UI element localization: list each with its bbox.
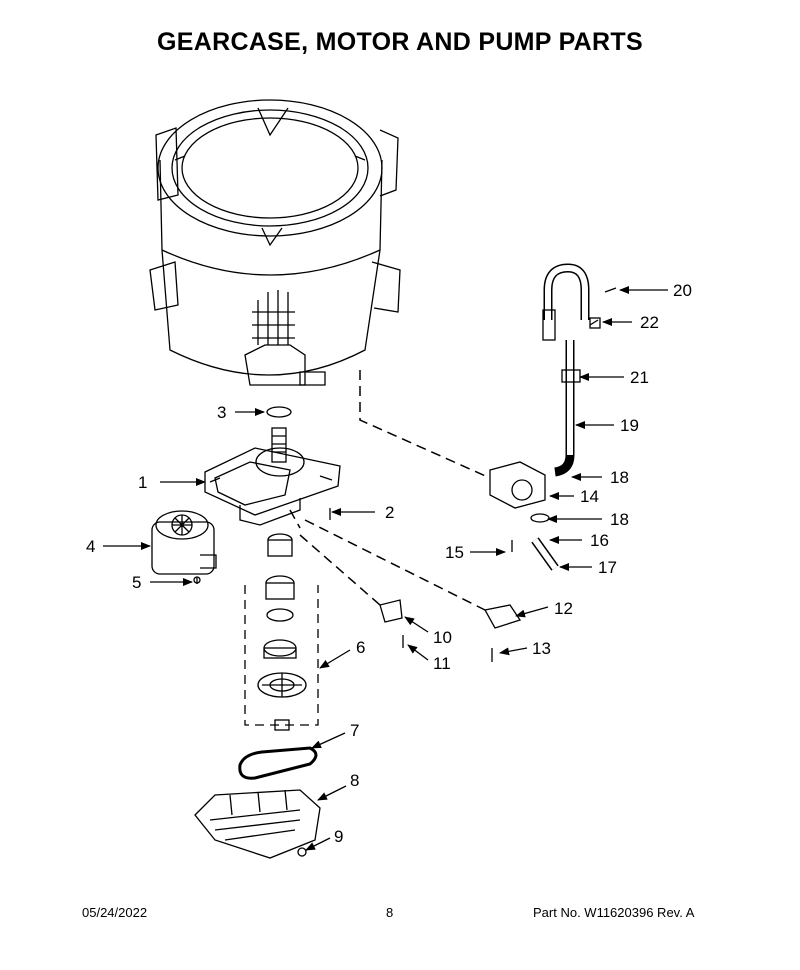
drive-assembly: [244, 533, 319, 731]
callout-7: 7: [350, 721, 359, 740]
callout-11: 11: [433, 654, 451, 673]
shield: [194, 789, 321, 859]
callout-16: 16: [590, 531, 609, 550]
callout-3: 3: [217, 403, 226, 422]
callout-4: 4: [86, 537, 95, 556]
callout-1: 1: [138, 473, 147, 492]
drain-system: [266, 263, 617, 662]
footer-date: 05/24/2022: [82, 905, 148, 920]
callout-22: 22: [640, 313, 659, 332]
page-title: GEARCASE, MOTOR AND PUMP PARTS: [157, 28, 643, 56]
callout-13: 13: [532, 639, 551, 658]
drive-belt: [238, 746, 318, 780]
motor: [151, 510, 217, 584]
callout-12: 12: [554, 599, 573, 618]
callout-18-bottom: 18: [610, 510, 629, 529]
callout-14: 14: [580, 487, 599, 506]
footer-part-number: Part No. W11620396 Rev. A: [533, 905, 695, 920]
connector-lines: [289, 370, 491, 611]
callout-17: 17: [598, 558, 617, 577]
callout-arrows: [103, 286, 668, 851]
gearcase-assembly: [204, 427, 341, 526]
callout-20: 20: [673, 281, 692, 300]
outer-tub: [149, 99, 401, 386]
callout-9: 9: [334, 827, 343, 846]
callout-8: 8: [350, 771, 359, 790]
callout-18-top: 18: [610, 468, 629, 487]
callout-2: 2: [385, 503, 394, 522]
footer-page-number: 8: [386, 905, 394, 920]
callout-10: 10: [433, 628, 452, 647]
callout-6: 6: [356, 638, 365, 657]
callout-labels: 1 2 3 4 5 6 7 8 9 10 11 12 13 14 15 16 1…: [86, 281, 692, 846]
callout-21: 21: [630, 368, 649, 387]
callout-15: 15: [445, 543, 464, 562]
callout-5: 5: [132, 573, 141, 592]
callout-19: 19: [620, 416, 639, 435]
